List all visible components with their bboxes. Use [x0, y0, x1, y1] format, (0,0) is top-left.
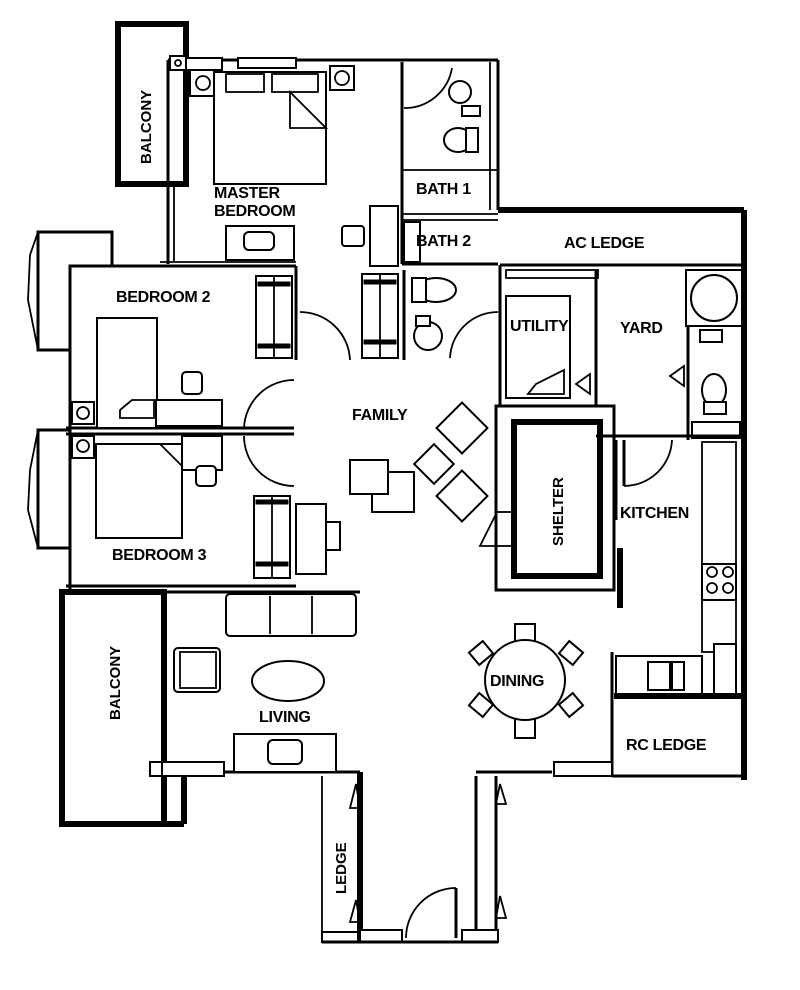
room-labels: BALCONY MASTER BEDROOM BATH 1 BATH 2 AC … [107, 90, 707, 894]
label-bath1: BATH 1 [416, 181, 471, 198]
dining-table [467, 623, 585, 739]
label-family: FAMILY [352, 407, 408, 424]
master-bedroom-furniture [189, 65, 399, 267]
label-yard: YARD [620, 320, 663, 337]
shelter [478, 404, 623, 608]
rc-ledge [553, 761, 744, 778]
label-dining: DINING [490, 673, 544, 690]
bedroom3-furniture [71, 435, 341, 579]
exterior-walls [27, 55, 747, 780]
kitchen [610, 439, 742, 776]
living-area [59, 589, 360, 827]
label-bedroom2: BEDROOM 2 [116, 289, 211, 306]
label-balcony-top: BALCONY [138, 90, 155, 164]
balcony-top [115, 21, 189, 187]
bedroom2-furniture [71, 266, 399, 429]
bathrooms [400, 62, 499, 360]
utility-yard [498, 265, 744, 440]
label-living: LIVING [259, 709, 311, 726]
label-ac-ledge: AC LEDGE [564, 235, 645, 252]
label-master-line1: MASTER [214, 185, 281, 202]
entrance [321, 770, 552, 944]
label-shelter: SHELTER [550, 477, 567, 546]
label-balcony-bottom: BALCONY [107, 646, 124, 720]
label-bedroom3: BEDROOM 3 [112, 547, 207, 564]
label-kitchen: KITCHEN [620, 505, 689, 522]
label-rc-ledge: RC LEDGE [626, 737, 707, 754]
bedroom2-bed [96, 317, 158, 429]
label-master-line2: BEDROOM [214, 203, 295, 220]
bedroom3-bed [95, 443, 183, 539]
label-bath2: BATH 2 [416, 233, 471, 250]
label-ledge: LEDGE [333, 842, 350, 894]
family-furniture [349, 401, 489, 523]
label-utility: UTILITY [510, 318, 569, 335]
